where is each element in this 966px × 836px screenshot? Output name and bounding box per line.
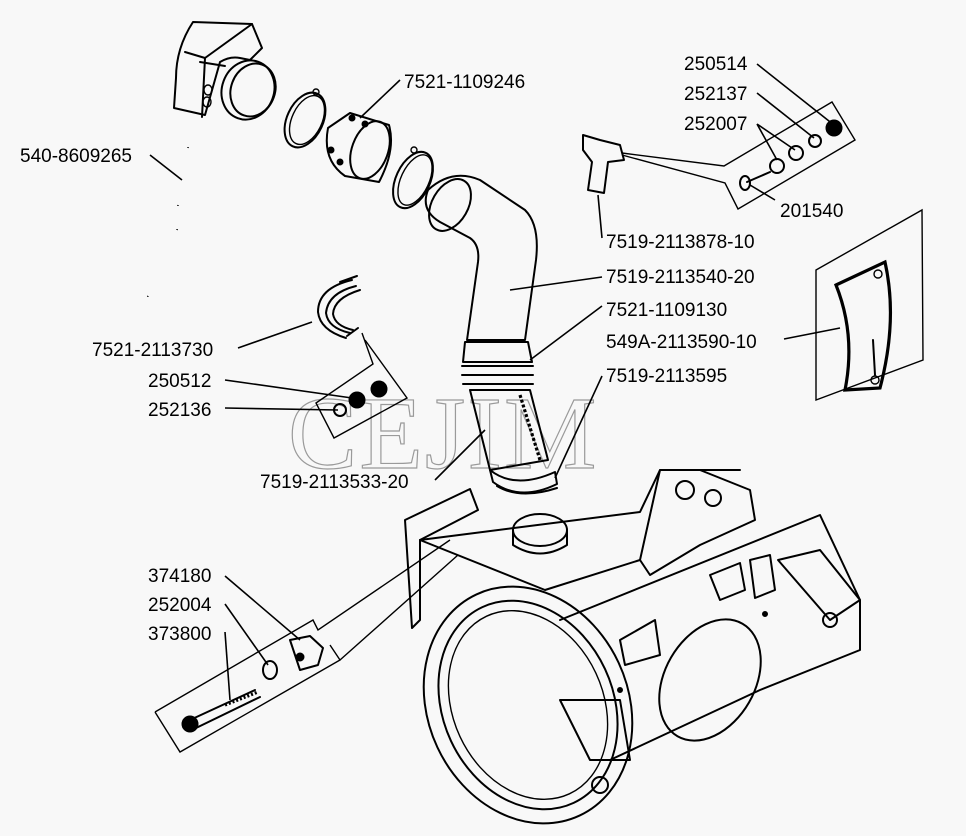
air-cleaner-housing — [404, 469, 861, 825]
callout-7521-1109246: 7521-1109246 — [404, 72, 525, 93]
callout-201540: 201540 — [780, 201, 843, 222]
callout-252007: 252007 — [684, 114, 747, 135]
hose-clamp-upper — [283, 88, 327, 149]
callout-7521-1109130: 7521-1109130 — [606, 300, 727, 321]
callout-7519-2113878-10: 7519-2113878-10 — [606, 232, 755, 253]
callout-250512: 250512 — [148, 371, 211, 392]
bracket — [582, 134, 625, 194]
clip — [317, 275, 361, 339]
corrugated-hose — [461, 341, 558, 495]
callout-7519-2113595: 7519-2113595 — [606, 366, 727, 387]
callout-373800: 373800 — [148, 624, 211, 645]
leader-lines — [149, 63, 841, 701]
callout-7519-2113533-20: 7519-2113533-20 — [260, 472, 409, 493]
callout-7521-2113730: 7521-2113730 — [92, 340, 213, 361]
callout-252004: 252004 — [148, 595, 212, 616]
sleeve — [325, 112, 392, 183]
callout-7519-2113540-20: 7519-2113540-20 — [606, 267, 755, 288]
hardware-panel-left — [315, 332, 409, 439]
hardware-panel-right — [621, 101, 856, 210]
cover-plate — [815, 208, 924, 402]
rubber-hose — [146, 147, 190, 297]
callout-252136: 252136 — [148, 400, 211, 421]
intake-head — [173, 21, 277, 121]
callout-374180: 374180 — [148, 566, 211, 587]
hardware-panel-lower — [154, 539, 459, 753]
callout-549A-2113590-10: 549A-2113590-10 — [606, 332, 757, 353]
bent-intake-pipe — [424, 174, 538, 341]
callout-540-8609265: 540-8609265 — [20, 146, 132, 167]
callout-252137: 252137 — [684, 84, 747, 105]
hose-clamp-lower — [392, 146, 434, 210]
callout-250514: 250514 — [684, 54, 748, 75]
